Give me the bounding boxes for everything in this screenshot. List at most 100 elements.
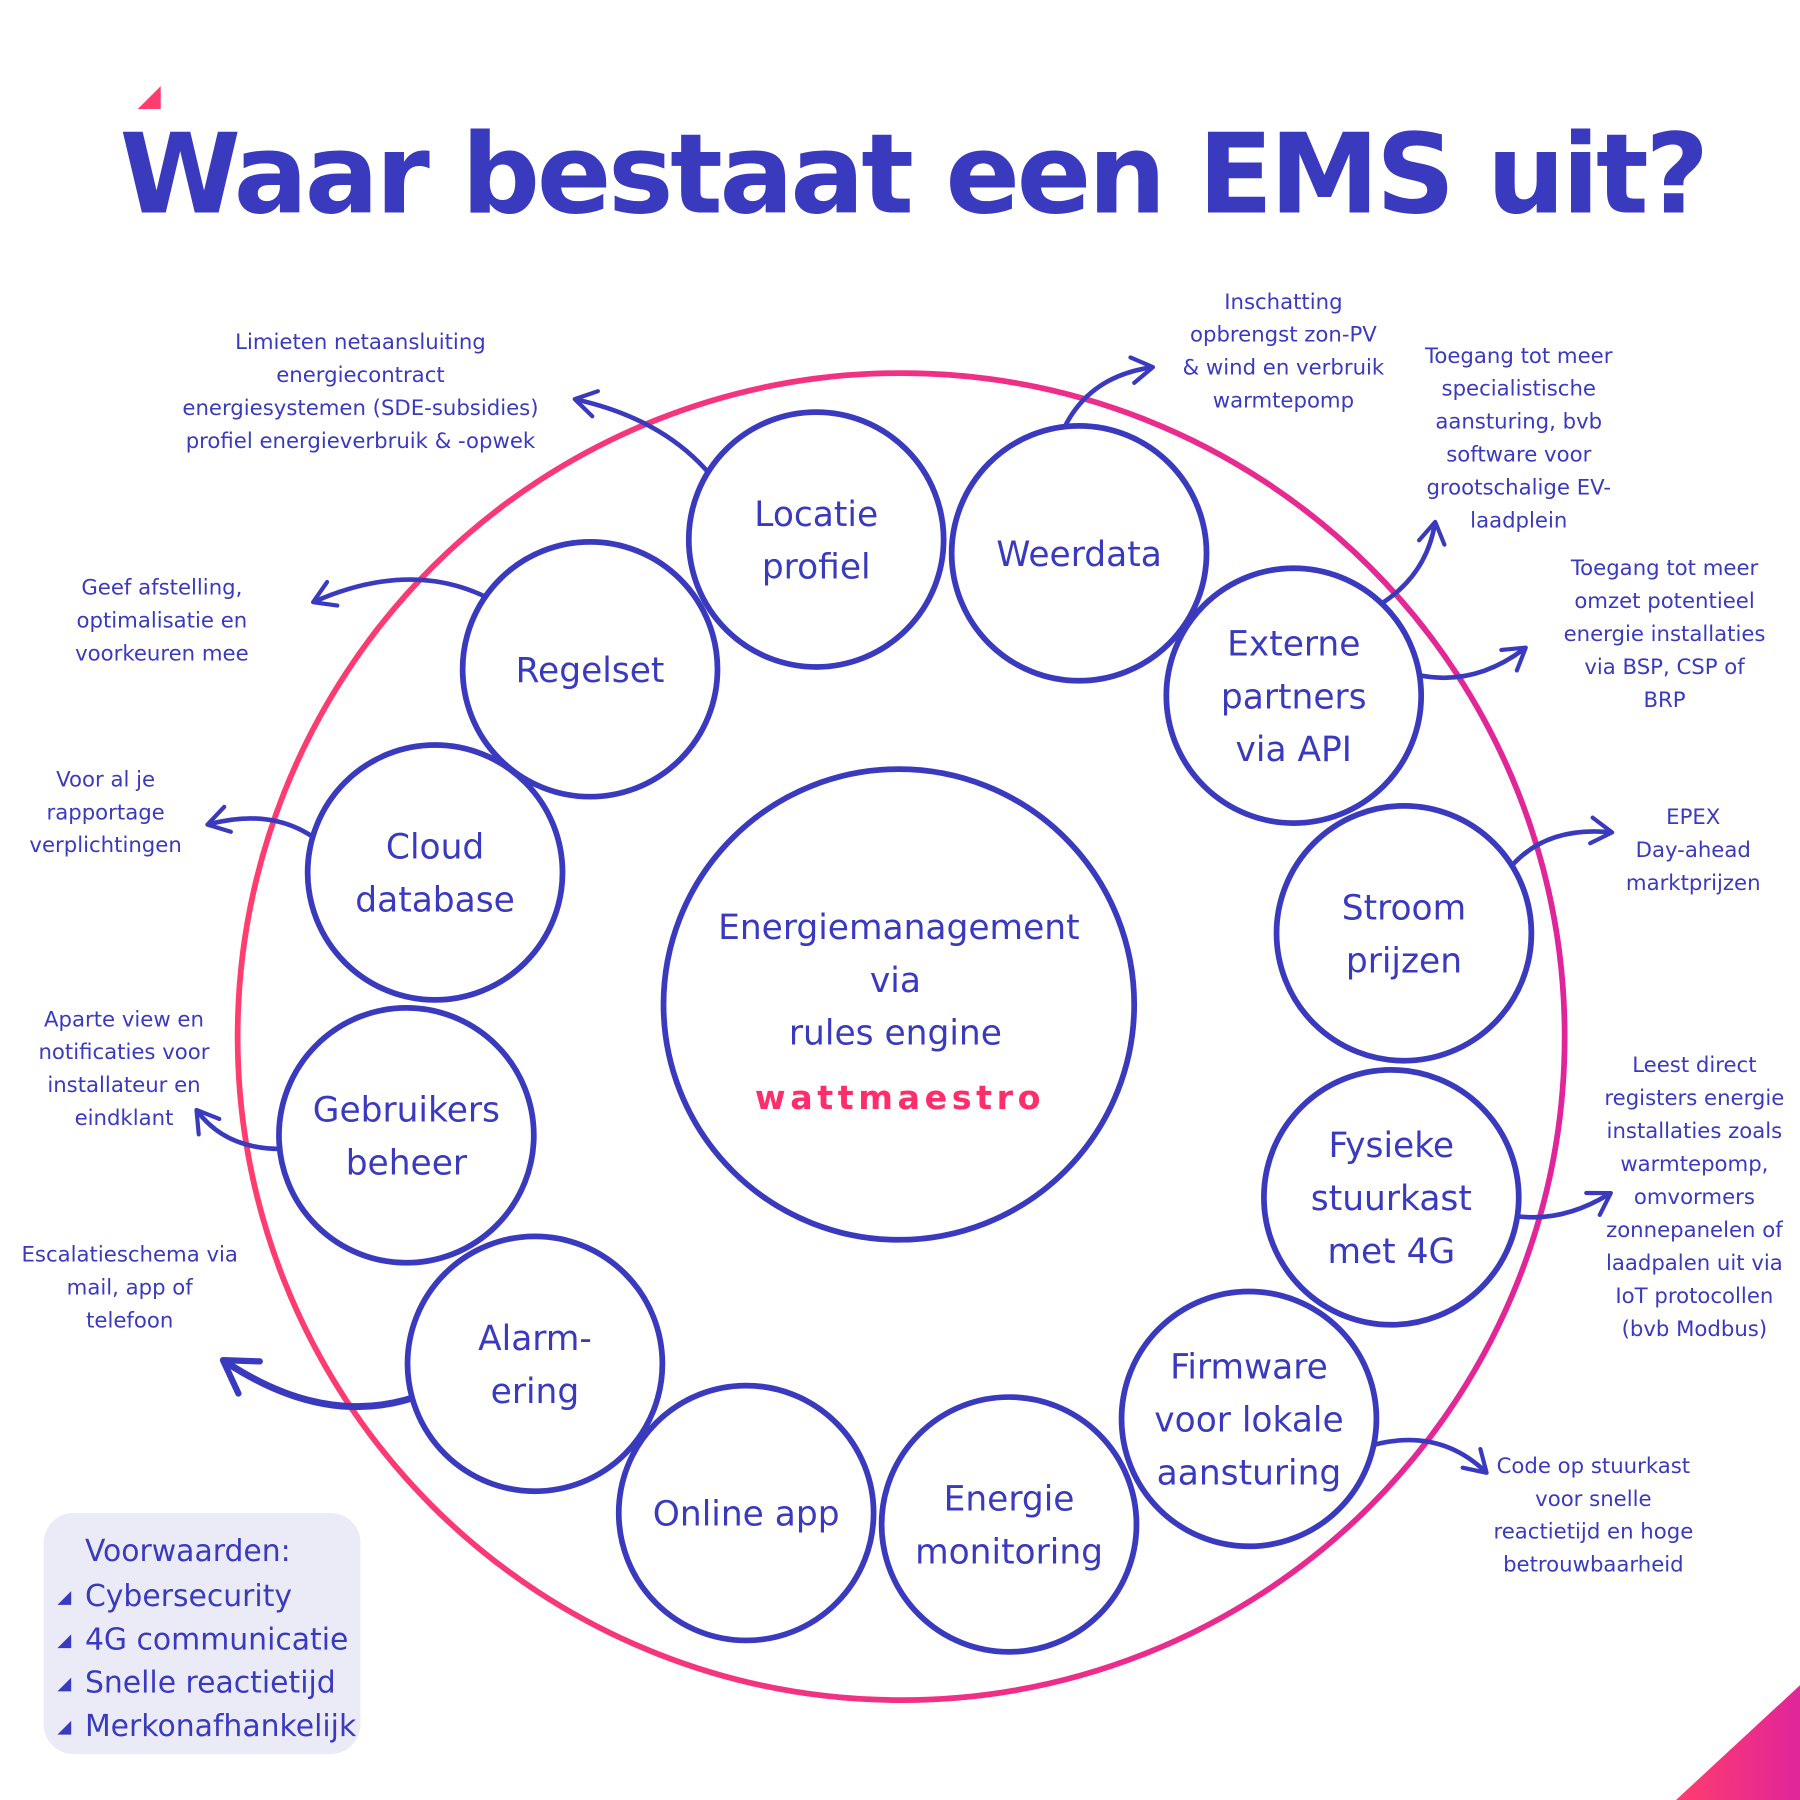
annotation-line: BRP: [1643, 688, 1685, 713]
annotation-externe: Toegang tot meerspecialistischeaansturin…: [1424, 344, 1613, 534]
node-label: Online app: [653, 1495, 840, 1535]
node-firmware: Firmware voor lokale aansturing: [1118, 1288, 1380, 1550]
annotation-line: warmtepomp,: [1620, 1152, 1768, 1177]
annotation-line: (bvb Modbus): [1622, 1317, 1768, 1342]
node-label: voor lokale: [1154, 1401, 1343, 1441]
annotation-line: zonnepanelen of: [1606, 1218, 1783, 1243]
annotation-line: voorkeuren mee: [75, 642, 249, 667]
annotation-line: marktprijzen: [1626, 871, 1761, 896]
center-node: Energiemanagement via rules engine wattm…: [660, 766, 1138, 1243]
node-label: Energie: [944, 1480, 1075, 1520]
annotation-line: via BSP, CSP of: [1584, 655, 1745, 680]
triangle-bullet-icon: [57, 1677, 72, 1692]
node-fysieke: Fysieke stuurkast met 4G: [1261, 1067, 1522, 1328]
node-label: Gebruikers: [313, 1091, 500, 1131]
node-label: Weerdata: [996, 535, 1161, 575]
triangle-bullet-icon: [57, 1591, 72, 1605]
annotation-line: Toegang tot meer: [1570, 556, 1759, 581]
node-alarm: Alarm-ering: [404, 1233, 666, 1495]
wattmaestro-logo: wattmaestro: [755, 1078, 1045, 1117]
node-label: met 4G: [1327, 1232, 1455, 1272]
condition-item: 4G communicatie: [85, 1622, 348, 1657]
annotation-line: Code op stuurkast: [1497, 1454, 1691, 1479]
annotation-line: energie installaties: [1564, 622, 1766, 647]
annotation-line: opbrengst zon-PV: [1190, 323, 1377, 348]
node-label: prijzen: [1346, 941, 1462, 981]
node-gebruikers: Gebruikers beheer: [276, 1005, 537, 1266]
annotation-line: Voor al je: [56, 767, 155, 792]
conditions-heading: Voorwaarden:: [85, 1534, 291, 1569]
center-line: Energiemanagement: [718, 908, 1079, 948]
annotation-line: aansturing, bvb: [1435, 410, 1602, 435]
node-label: Cloud: [386, 828, 484, 868]
triangle-bullet-icon: [57, 1634, 72, 1649]
annotation-line: verplichtingen: [29, 833, 181, 858]
annotation-line: laadpalen uit via: [1606, 1251, 1783, 1276]
annotation-line: registers energie: [1604, 1086, 1784, 1111]
annotation-line: Aparte view en: [44, 1007, 204, 1032]
corner-accent-top: [137, 86, 161, 110]
annotation-line: telefoon: [86, 1309, 173, 1334]
annotation-line: EPEX: [1666, 805, 1720, 830]
node-label: profiel: [762, 548, 871, 588]
center-line: via: [870, 961, 921, 1001]
condition-item: Merkonafhankelijk: [85, 1709, 357, 1744]
node-label: stuurkast: [1311, 1179, 1472, 1219]
node-externe: Externe partners via API: [1163, 565, 1425, 826]
annotation-line: optimalisatie en: [77, 609, 248, 634]
annotation-line: IoT protocollen: [1615, 1284, 1773, 1309]
node-label: database: [355, 880, 515, 920]
annotation-weerdata: Inschatting opbrengst zon-PV & wind en ver…: [1183, 290, 1385, 414]
annotation-line: laadplein: [1470, 508, 1567, 533]
triangle-bullet-icon: [57, 1720, 72, 1735]
node-online: Online app: [615, 1382, 877, 1644]
corner-accent-bottom: [1676, 1685, 1800, 1800]
annotation-line: Inschatting: [1224, 290, 1342, 315]
node-label: aansturing: [1157, 1453, 1342, 1493]
annotation-stroom: EPEX Day-ahead marktprijzen: [1626, 805, 1761, 896]
annotation-line: & wind en verbruik: [1183, 356, 1385, 381]
node-label: partners: [1221, 677, 1367, 717]
annotation-line: warmtepomp: [1213, 389, 1354, 414]
node-label: monitoring: [915, 1533, 1103, 1573]
annotation-line: Limieten netaansluiting: [235, 330, 486, 355]
condition-item: Snelle reactietijd: [85, 1666, 336, 1701]
annotation-line: Toegang tot meer: [1424, 344, 1613, 369]
center-line: rules engine: [789, 1014, 1002, 1054]
outer-ring: [234, 370, 1568, 1703]
annotation-line: omvormers: [1634, 1185, 1755, 1210]
annotation-line: eindklant: [75, 1106, 174, 1131]
node-label: ering: [491, 1372, 580, 1412]
annotation-line: energiesystemen (SDE-subsidies): [182, 396, 538, 421]
annotation-line: mail, app of: [67, 1276, 194, 1301]
node-label: Locatie: [754, 495, 878, 535]
node-label: Externe: [1227, 624, 1360, 664]
node-label: via API: [1236, 730, 1352, 770]
node-locatie: Locatie profiel: [685, 409, 947, 670]
node-label: Alarm-: [478, 1319, 592, 1359]
annotation-line: profiel energieverbruik & -opwek: [186, 429, 536, 454]
annotation-locatie: Limieten netaansluiting energiecontract en…: [182, 330, 538, 454]
annotation-line: installaties zoals: [1607, 1119, 1783, 1144]
annotation-line: Day-ahead: [1636, 838, 1751, 863]
annotation-line: energiecontract: [276, 363, 444, 388]
node-cloud: Cloud database: [304, 742, 566, 1003]
annotation-line: reactietijd en hoge: [1493, 1520, 1693, 1545]
page-title: Waar bestaat een EMS uit?: [120, 110, 1706, 238]
annotation-line: installateur en: [47, 1073, 200, 1098]
node-label: Fysieke: [1329, 1126, 1455, 1166]
node-label: Stroom: [1342, 889, 1466, 929]
condition-item: Cybersecurity: [85, 1579, 292, 1614]
annotation-line: omzet potentieel: [1574, 589, 1754, 614]
node-label: Firmware: [1170, 1348, 1328, 1388]
node-label: beheer: [346, 1143, 468, 1183]
annotation-line: software voor: [1446, 443, 1591, 468]
annotation-line: notificaties voor: [38, 1040, 209, 1065]
annotation-line: Geef afstelling,: [81, 576, 242, 601]
node-weerdata: Weerdata: [948, 423, 1210, 684]
node-monitoring: Energie monitoring: [878, 1394, 1140, 1655]
